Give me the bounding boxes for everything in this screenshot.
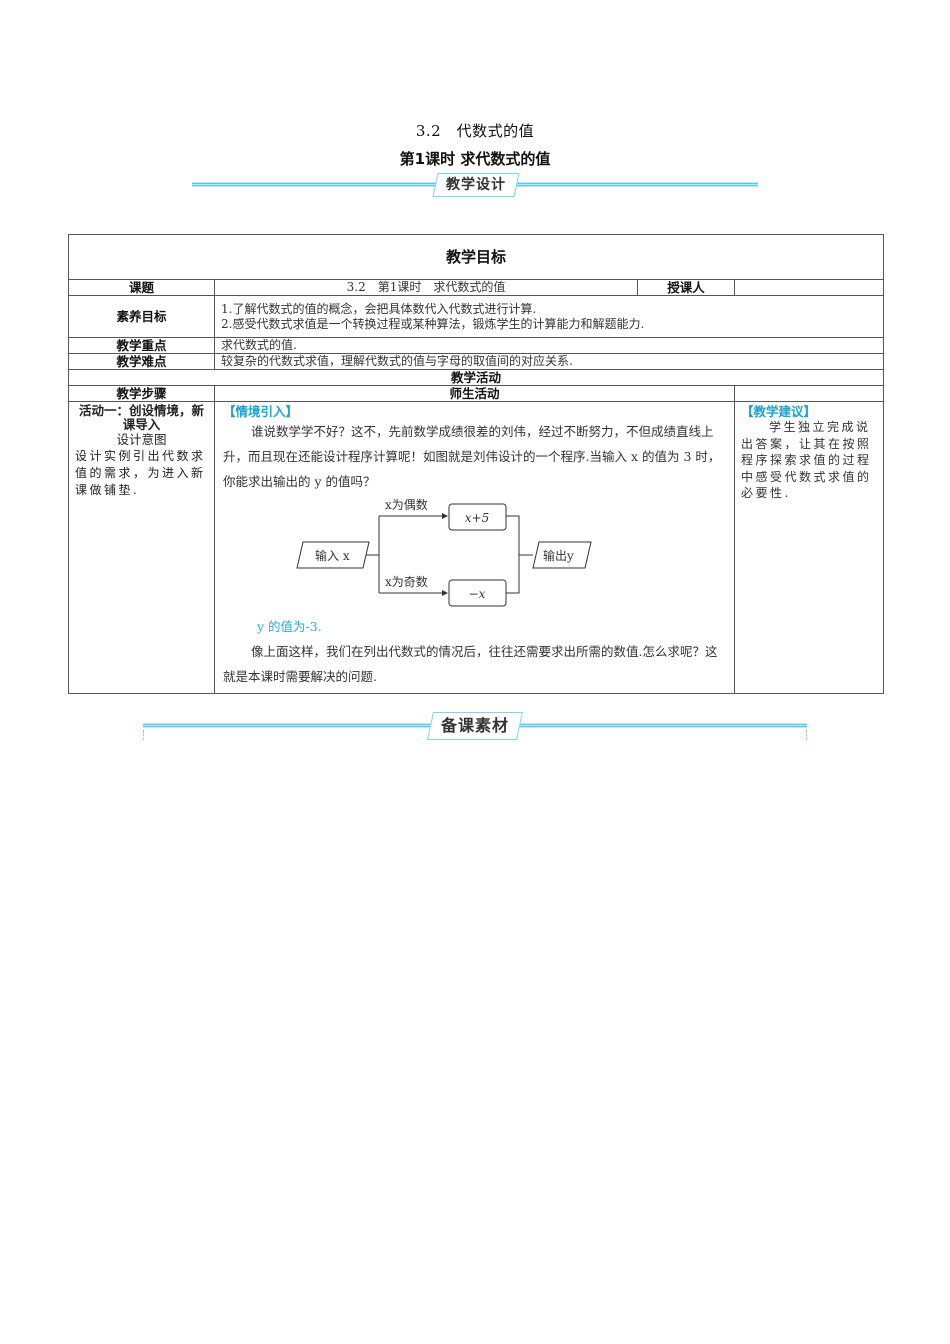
flow-even-op: x+5	[465, 511, 489, 525]
scenario-tag: 【情境引入】	[223, 404, 299, 419]
flow-odd-branch: x为奇数	[385, 574, 428, 589]
lesson-subtitle: 第1课时 求代数式的值	[399, 150, 551, 168]
suggestion-wrap: 学生独立完成说出答案，让其在按照程序探索求值的过程中感受代数式求值的必要性.	[741, 419, 877, 502]
flow-even-branch: x为偶数	[385, 497, 428, 512]
decorative-ticks	[143, 730, 807, 740]
suggestion-tag: 【教学建议】	[741, 404, 817, 419]
flow-input-label: 输入 x	[315, 548, 350, 563]
flow-odd-op: −x	[469, 587, 486, 601]
literacy-label: 素养目标	[68, 295, 215, 338]
activities-column-header: 师生活动	[214, 385, 735, 402]
lesson-plan-table: 教学目标 课题 3.2 第1课时 求代数式的值 授课人 素养目标 1.了解代数式…	[67, 234, 885, 694]
flowchart-diagram: 输入 x x为偶数 x为奇数 x+5 −x 输出y	[296, 497, 592, 607]
design-intent-label: 设计意图	[116, 432, 167, 447]
difficulty-value: 较复杂的代数式求值，理解代数式的值与字母的取值间的对应关系.	[213, 353, 885, 370]
teacher-value	[733, 279, 885, 296]
teaching-design-banner: 教学设计	[192, 173, 758, 197]
suggestion-column-header	[733, 385, 885, 402]
difficulty-label: 教学难点	[68, 353, 215, 370]
activity1-step-cell: 活动一：创设情境，新课导入 设计意图 设计实例引出代数求值的需求，为进入新课做铺…	[68, 401, 215, 694]
banner-label: 备课素材	[427, 712, 523, 740]
flow-output-label: 输出y	[543, 548, 574, 563]
lesson-title: 3.2 代数式的值	[415, 122, 535, 140]
summary-paragraph: 像上面这样，我们在列出代数式的情况后，往往还需要求出所需的数值.怎么求呢？这就是…	[223, 644, 718, 684]
steps-column-header: 教学步骤	[68, 385, 215, 402]
program-flowchart: 输入 x x为偶数 x为奇数 x+5 −x 输出y	[223, 496, 723, 614]
answer-text: y 的值为-3.	[257, 619, 322, 634]
activity-heading: 教学活动	[67, 369, 885, 386]
banner-label: 教学设计	[432, 173, 520, 197]
teacher-label: 授课人	[637, 279, 735, 296]
objectives-heading: 教学目标	[67, 234, 885, 280]
topic-label: 课题	[68, 279, 215, 296]
key-point-value: 求代数式的值.	[213, 337, 885, 354]
activity1-suggestion-cell: 【教学建议】 学生独立完成说出答案，让其在按照程序探索求值的过程中感受代数式求值…	[733, 401, 885, 694]
activity1-main-cell: 【情境引入】 谁说数学学不好？这不，先前数学成绩很差的刘伟，经过不断努力，不但成…	[214, 401, 735, 694]
scenario-paragraph: 谁说数学学不好？这不，先前数学成绩很差的刘伟，经过不断努力，不但成绩直线上升，而…	[223, 424, 721, 489]
literacy-goal-1: 1.了解代数式的值的概念，会把具体数代入代数式进行计算.	[221, 301, 537, 316]
literacy-goal-2: 2.感受代数式求值是一个转换过程或某种算法，锻炼学生的计算能力和解题能力.	[221, 316, 645, 331]
prep-materials-banner: 备课素材	[143, 712, 807, 740]
design-intent-text: 设计实例引出代数求值的需求，为进入新课做铺垫.	[75, 449, 206, 497]
topic-value: 3.2 第1课时 求代数式的值	[214, 279, 638, 296]
key-point-label: 教学重点	[68, 337, 215, 354]
suggestion-text: 学生独立完成说出答案，让其在按照程序探索求值的过程中感受代数式求值的必要性.	[741, 420, 872, 500]
literacy-goals: 1.了解代数式的值的概念，会把具体数代入代数式进行计算. 2.感受代数式求值是一…	[213, 295, 885, 338]
activity1-title: 活动一：创设情境，新课导入	[78, 403, 204, 432]
